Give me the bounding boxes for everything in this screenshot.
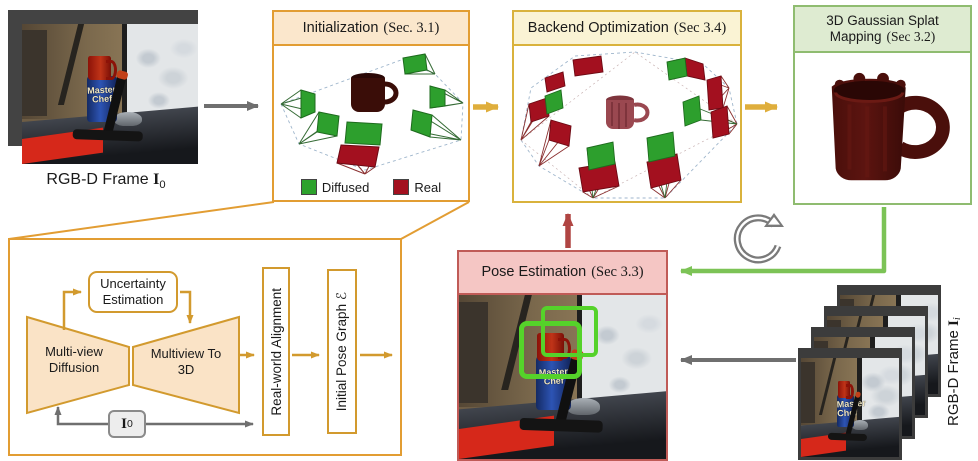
detail-connector-left [8, 201, 275, 240]
pose-title: Pose Estimation [481, 264, 587, 281]
pose-cube-front-face [519, 320, 582, 379]
backend-sec: (Sec 3.4) [673, 19, 727, 36]
tin-can [851, 420, 868, 431]
rgbd-framei-label: RGB-D Frame Ii [945, 317, 963, 427]
legend-item-real: Real [393, 179, 441, 195]
initialization-header: Initialization (Sec. 3.1) [274, 12, 468, 46]
gs-mapping-header: 3D Gaussian Splat Mapping(Sec 3.2) [795, 7, 970, 53]
snowy-trees [127, 24, 198, 122]
backend-title: Backend Optimization [527, 19, 669, 36]
snowy-trees [861, 358, 899, 428]
backend-frustum-diagram [520, 51, 738, 199]
initial-pose-graph-node: Initial Pose Graph ℰ [327, 269, 357, 434]
window [856, 358, 899, 428]
background-shelf [459, 301, 488, 404]
legend: Diffused Real [274, 179, 468, 195]
real-world-alignment-node: Real-world Alignment [262, 267, 290, 436]
window [576, 295, 666, 410]
diffused-swatch [300, 179, 317, 195]
tin-can [566, 398, 600, 415]
iteration-loop-icon [733, 213, 784, 264]
rgbd-frame0-label: RGB-D Frame I0 [46, 171, 166, 192]
background-shelf [22, 29, 47, 117]
diffusion-trapezoids [26, 315, 240, 415]
splat-mug-render [831, 72, 950, 181]
real-label: Real [414, 179, 442, 195]
estimated-pose-box [519, 306, 598, 379]
gs-mapping-title-line2: Mapping(Sec 3.2) [829, 29, 936, 44]
pose-header: Pose Estimation (Sec 3.3) [459, 252, 666, 295]
red-mug [837, 380, 854, 399]
gaussian-splat-module: 3D Gaussian Splat Mapping(Sec 3.2) [793, 5, 972, 205]
backend-optimization-module: Backend Optimization (Sec 3.4) [512, 10, 742, 203]
detail-connector-right [400, 201, 470, 240]
background-shelf [801, 361, 815, 424]
initialization-title: Initialization [302, 19, 379, 36]
initialization-sec: (Sec. 3.1) [383, 19, 440, 36]
initialization-frustum-diagram [280, 53, 464, 175]
diffused-label: Diffused [321, 179, 370, 195]
real-swatch [393, 179, 410, 195]
pose-sec: (Sec 3.3) [591, 264, 644, 281]
backend-header: Backend Optimization (Sec 3.4) [514, 12, 740, 46]
gs-mapping-title-line1: 3D Gaussian Splat [826, 13, 939, 29]
pose-cube-back-face [541, 306, 598, 357]
red-mug [88, 56, 117, 80]
legend-item-diffused: Diffused [300, 179, 370, 195]
tin-can [113, 112, 142, 127]
initialization-module: Initialization (Sec. 3.1) [272, 10, 470, 202]
window [122, 24, 198, 122]
